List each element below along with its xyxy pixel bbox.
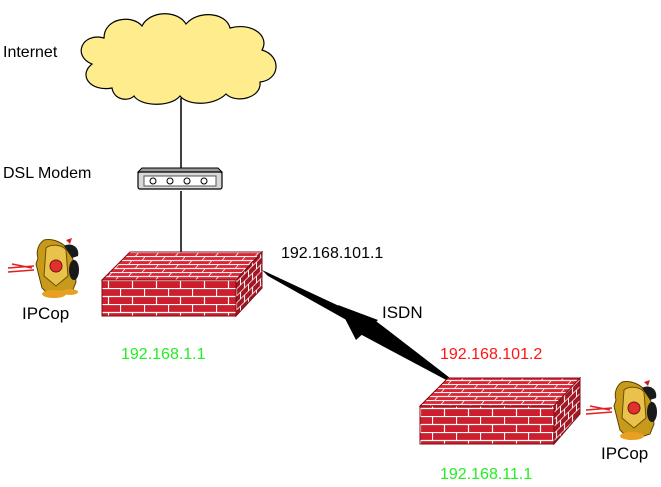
ipcop-police-badge-icon-right: [585, 380, 657, 440]
brick-firewall-icon-right: [418, 376, 582, 446]
ip-top-link-label: 192.168.101.1: [281, 245, 384, 262]
ipcop-right-label: IPCop: [601, 444, 649, 463]
dsl-modem-icon: [136, 167, 224, 190]
ip-lan-right-label: 192.168.11.1: [440, 466, 533, 483]
internet-cloud-icon: [80, 13, 277, 105]
dsl-modem-label: DSL Modem: [3, 165, 92, 182]
ipcop-left-label: IPCop: [22, 304, 70, 323]
ipcop-police-badge-icon-left: [7, 238, 79, 298]
internet-label: Internet: [3, 44, 58, 61]
isdn-label: ISDN: [382, 303, 423, 322]
brick-firewall-icon-left: [100, 250, 264, 318]
ip-lan-left-label: 192.168.1.1: [121, 346, 206, 363]
lightning-bolt-zag: [338, 305, 378, 340]
ip-remote-link-label: 192.168.101.2: [440, 346, 543, 363]
